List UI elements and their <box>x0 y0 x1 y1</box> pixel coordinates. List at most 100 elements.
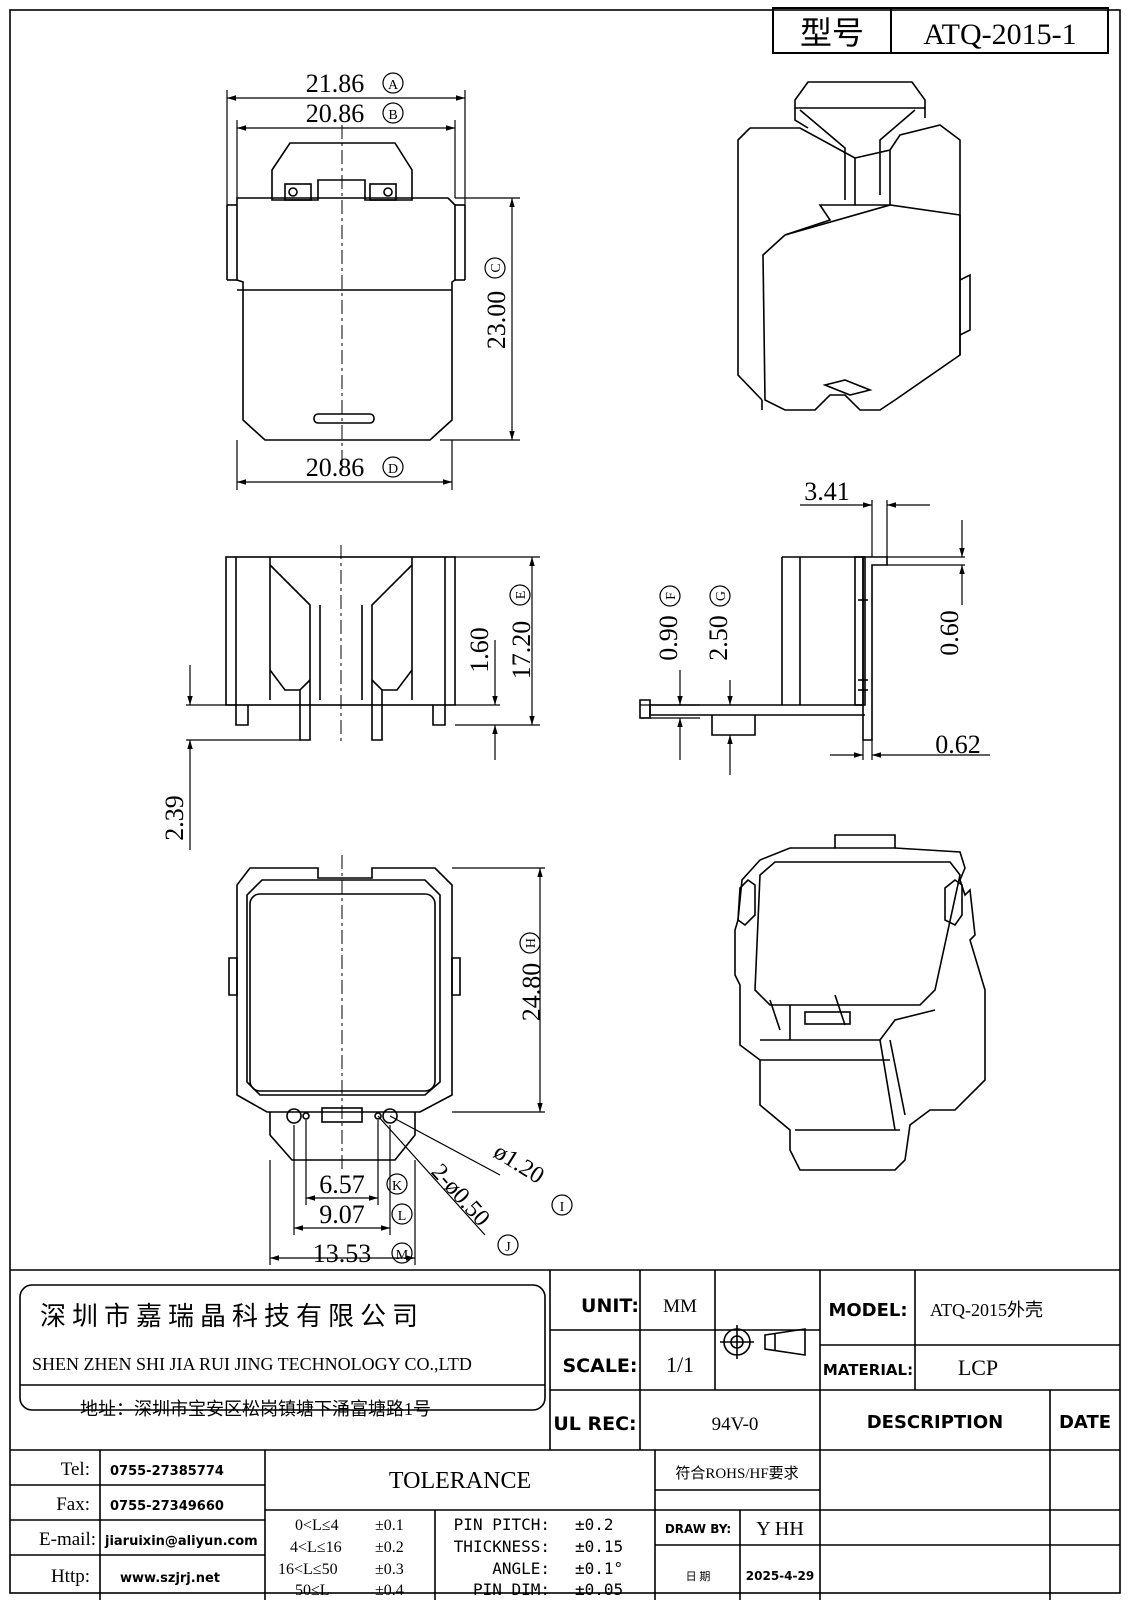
mark-i-circle <box>551 1194 573 1216</box>
title-box <box>772 7 1109 54</box>
fax-label: Fax: <box>56 1494 90 1515</box>
sheet-border <box>9 9 1121 1594</box>
mark-j: J <box>505 1240 511 1255</box>
mark-k: K <box>392 1179 402 1194</box>
tol-value-1: ±0.1 <box>375 1517 404 1534</box>
dim-m: 13.53 <box>313 1239 372 1268</box>
company-address: 地址：深圳市宝安区松岗镇塘下涌富塘路1号 <box>80 1399 431 1419</box>
dim-e: 17.20 <box>507 621 536 680</box>
dim-side-width: 3.41 <box>804 477 850 506</box>
ul-label: UL REC: <box>553 1413 636 1435</box>
unit-value: MM <box>663 1296 697 1317</box>
mark-b-circle <box>382 102 404 124</box>
top-view-dimensions <box>226 90 520 490</box>
tol-range-1: 0<L≤4 <box>295 1517 339 1534</box>
mark-c: C <box>489 263 504 272</box>
dim-j: 2-ø0.50 <box>426 1159 495 1231</box>
mark-h-circle <box>519 932 541 954</box>
bottom-view <box>228 855 461 1170</box>
tol-name-3: ANGLE: <box>492 1559 550 1578</box>
tol-name-2: THICKNESS: <box>454 1537 550 1556</box>
tol-range-3: 16<L≤50 <box>278 1561 338 1578</box>
ul-value: 94V-0 <box>712 1414 759 1435</box>
dim-pin-length: 2.39 <box>160 795 189 841</box>
tol-range-2: 4<L≤16 <box>290 1539 342 1556</box>
mark-k-circle <box>386 1173 408 1195</box>
tol-value-2: ±0.2 <box>375 1539 404 1556</box>
rohs-note: 符合ROHS/HF要求 <box>675 1465 798 1482</box>
company-name-en: SHEN ZHEN SHI JIA RUI JING TECHNOLOGY CO… <box>32 1354 472 1374</box>
mark-e: E <box>514 591 529 600</box>
top-view <box>226 125 466 470</box>
mark-l-circle <box>391 1203 413 1225</box>
draw-by-value: Y HH <box>756 1518 804 1540</box>
mark-b: B <box>388 108 397 123</box>
mark-l: L <box>398 1209 407 1224</box>
dim-c: 23.00 <box>482 291 511 350</box>
dim-side-height: 0.60 <box>935 610 964 656</box>
front-view <box>225 545 456 745</box>
dim-h: 24.80 <box>517 963 546 1022</box>
http-value: www.szjrj.net <box>120 1571 220 1586</box>
scale-value: 1/1 <box>666 1352 694 1377</box>
draw-by-label: DRAW BY: <box>665 1522 731 1536</box>
dim-g: 2.50 <box>704 615 733 661</box>
http-label: Http: <box>51 1566 90 1587</box>
iso-view-bottom <box>734 834 986 1171</box>
tol-range-4: 50≤L <box>295 1582 330 1599</box>
mark-a: A <box>388 78 399 93</box>
mark-m-circle <box>391 1242 413 1264</box>
model-label-cn: 型号 <box>800 15 864 51</box>
tel-label: Tel: <box>61 1459 90 1480</box>
title-block <box>10 1269 1120 1600</box>
side-view-dimensions <box>640 500 990 775</box>
unit-label: UNIT: <box>581 1295 639 1317</box>
dim-d: 20.86 <box>306 453 365 482</box>
material-value: LCP <box>958 1355 998 1380</box>
company-name-cn: 深圳市嘉瑞晶科技有限公司 <box>40 1302 424 1331</box>
tol-value-4: ±0.4 <box>375 1582 404 1599</box>
tol-val-2: ±0.15 <box>575 1537 623 1556</box>
draw-date-value: 2025-4-29 <box>746 1569 814 1583</box>
tol-val-4: ±0.05 <box>575 1580 623 1599</box>
iso-view-top <box>737 81 971 411</box>
mark-m: M <box>396 1248 409 1263</box>
mark-a-circle <box>382 72 404 94</box>
mark-g: G <box>714 591 729 601</box>
mark-d-circle <box>382 456 404 478</box>
draw-date-label: 日 期 <box>686 1570 711 1583</box>
mark-f: F <box>664 592 679 600</box>
mark-c-circle <box>484 257 506 279</box>
dim-e-inner: 1.60 <box>465 627 494 673</box>
date-header: DATE <box>1059 1412 1111 1433</box>
tol-name-1: PIN PITCH: <box>454 1515 550 1534</box>
email-label: E-mail: <box>39 1529 96 1550</box>
front-view-dimensions <box>186 556 540 850</box>
mark-g-circle <box>709 585 731 607</box>
dim-a: 21.86 <box>306 69 365 98</box>
tol-val-3: ±0.1° <box>575 1559 623 1578</box>
email-value: jiaruixin@aliyun.com <box>104 1534 258 1549</box>
fax-value: 0755-27349660 <box>110 1499 224 1514</box>
mark-e-circle <box>509 584 531 606</box>
description-label: DESCRIPTION <box>867 1412 1004 1433</box>
model-label: MODEL: <box>828 1300 907 1321</box>
dim-l: 9.07 <box>319 1200 365 1229</box>
model-value: ATQ-2015外壳 <box>930 1300 1043 1320</box>
tol-val-1: ±0.2 <box>575 1515 614 1534</box>
dim-side-thickness: 0.62 <box>935 730 981 759</box>
tel-value: 0755-27385774 <box>110 1464 224 1479</box>
dim-i: ø1.20 <box>489 1139 549 1190</box>
mark-f-circle <box>659 585 681 607</box>
model-title: ATQ-2015-1 <box>923 18 1076 51</box>
tolerance-title: TOLERANCE <box>389 1468 531 1494</box>
bottom-view-dimensions <box>269 867 545 1265</box>
mark-h: H <box>524 938 539 948</box>
tol-name-4: PIN DIM: <box>473 1580 550 1599</box>
mark-d: D <box>388 462 398 477</box>
tolerance-table: 0<L≤4 ±0.1 PIN PITCH: ±0.2 4<L≤16 ±0.2 T… <box>278 1515 623 1599</box>
material-label: MATERIAL: <box>823 1361 913 1379</box>
mark-j-circle <box>497 1234 519 1256</box>
scale-label: SCALE: <box>562 1355 637 1377</box>
